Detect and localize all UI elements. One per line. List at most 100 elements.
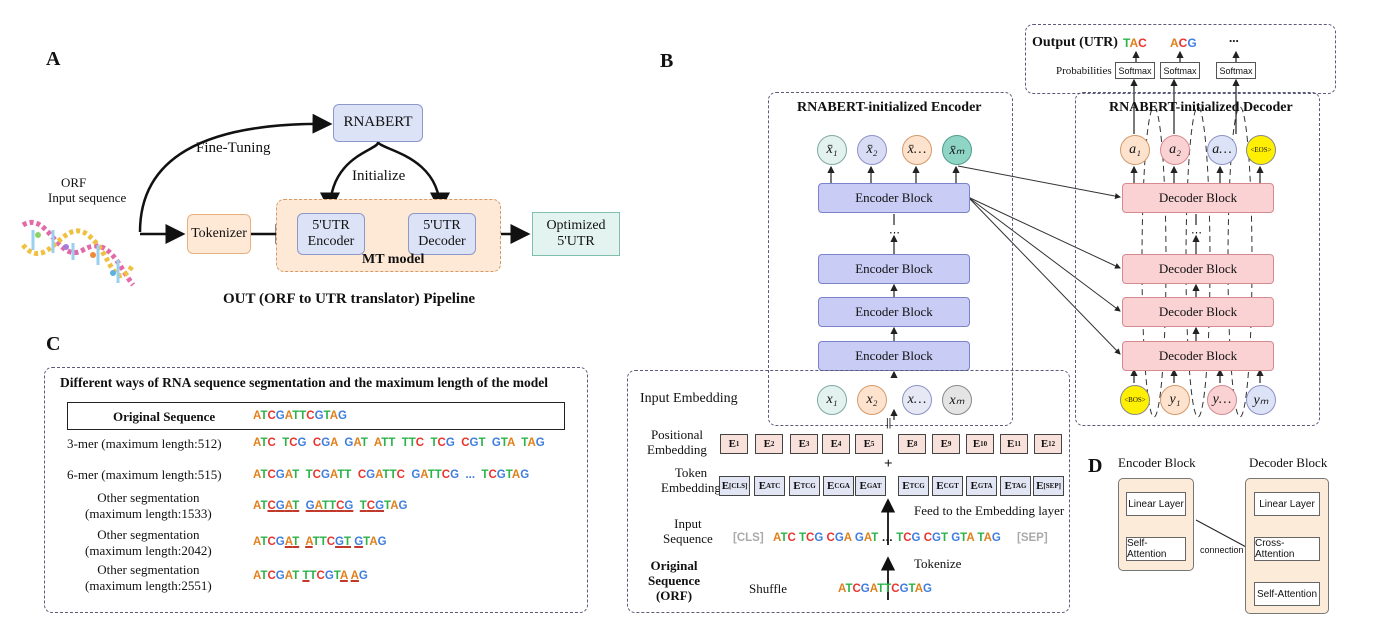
feed-label: Feed to the Embedding layer [914, 503, 1065, 518]
rnabert-box: RNABERT [333, 104, 423, 142]
token-embedding-label: Token Embedding [661, 465, 721, 495]
pipeline-caption: OUT (ORF to UTR translator) Pipeline [223, 291, 476, 307]
mt-model-label: MT model [362, 252, 425, 267]
seg-row-3mer: ATC TCG CGA GAT ATT TTC TCG CGT GTA TAG [253, 437, 545, 449]
seg-row-6mer: ATCGAT TCGATT CGATTC GATTCG ... TCGTAG [253, 469, 530, 481]
d-encoder-linear-layer: Linear Layer [1126, 492, 1186, 516]
input-embedding-label: Input Embedding [640, 391, 738, 406]
panel-letter-d: D [1088, 455, 1103, 477]
encoder-block: Encoder Block [818, 254, 970, 284]
d-decoder-linear-layer: Linear Layer [1254, 492, 1320, 516]
original-sequence-label: Original Sequence [113, 409, 216, 424]
optimized-utr-box: Optimized 5'UTR [532, 212, 620, 256]
cls-token: [CLS] [733, 532, 764, 544]
shuffle-label: Shuffle [749, 581, 788, 596]
utr-encoder-box: 5'UTR Encoder [297, 213, 365, 255]
orf-sequence-value: ATCGATTCGTAG [838, 583, 932, 595]
output-region [1025, 24, 1336, 94]
bos-token: <BOS> [1120, 385, 1150, 415]
encoder-input-x2: x₂ [857, 385, 887, 415]
fine-tuning-label: Fine-Tuning [196, 140, 271, 156]
decoder-input-y1: y₁ [1160, 385, 1190, 415]
probabilities-label: Probabilities [1056, 65, 1112, 77]
softmax-2: Softmax [1160, 62, 1200, 79]
panel-letter-b: B [660, 50, 674, 72]
decoder-region [1075, 92, 1320, 426]
d-decoder-block-title: Decoder Block [1249, 455, 1328, 470]
embedding-plus: + [884, 456, 893, 472]
decoder-title: RNABERT-initialized Decoder [1109, 100, 1293, 115]
decoder-input-ym: yₘ [1246, 385, 1276, 415]
embedding-equals: || [886, 415, 892, 429]
utr-decoder-box: 5'UTR Decoder [408, 213, 476, 255]
input-embedding-region [627, 370, 1070, 613]
decoder-ellipsis: ⋯ [1191, 227, 1202, 239]
seg-row-other-2551: ATCGAT TTCGTA AG [253, 570, 368, 582]
input-sequence-label: Input sequence [48, 190, 127, 205]
seg-row-label: 6-mer (maximum length:515) [67, 467, 222, 482]
input-sequence-row-label: Input Sequence [663, 516, 713, 546]
decoder-output-adots: a… [1207, 135, 1237, 165]
original-sequence-value: ATCGATTCGTAG [253, 410, 347, 422]
sep-token: [SEP] [1017, 532, 1048, 544]
original-sequence-frame [67, 402, 565, 430]
input-sequence-value: ATC TCG CGA GAT … TCG CGT GTA TAG [773, 532, 1001, 544]
seg-row-other-2042: ATCGAT ATTCGT GTAG [253, 536, 387, 548]
segmentation-title: Different ways of RNA sequence segmentat… [60, 375, 548, 390]
encoder-input-xm: xₘ [942, 385, 972, 415]
token-embedding-cell: E[SEP] [1033, 476, 1064, 496]
eos-token: <EOS> [1246, 135, 1276, 165]
panel-letter-a: A [46, 48, 61, 70]
d-decoder-self-attention: Self-Attention [1254, 582, 1320, 606]
decoder-block: Decoder Block [1122, 341, 1274, 371]
panel-letter-c: C [46, 333, 61, 355]
encoder-output-xdots: x̄… [902, 135, 932, 165]
dna-helix-icon [21, 220, 136, 287]
encoder-output-x2: x̄₂ [857, 135, 887, 165]
decoder-input-ydots: y… [1207, 385, 1237, 415]
d-encoder-block-title: Encoder Block [1118, 455, 1196, 470]
token-embedding-cell: E[CLS] [719, 476, 750, 496]
output-token-2: ACG [1170, 36, 1197, 50]
encoder-output-xm: x̄ₘ [942, 135, 972, 165]
tokenize-label: Tokenize [914, 556, 962, 571]
softmax-3: Softmax [1216, 62, 1256, 79]
encoder-block: Encoder Block [818, 183, 970, 213]
seg-row-label: Other segmentation (maximum length:2551) [85, 562, 212, 593]
original-sequence-orf-label: Original Sequence (ORF) [648, 558, 700, 603]
encoder-title: RNABERT-initialized Encoder [797, 100, 982, 115]
encoder-input-x1: x₁ [817, 385, 847, 415]
output-utr-label: Output (UTR) [1032, 35, 1118, 50]
decoder-block: Decoder Block [1122, 254, 1274, 284]
d-encoder-self-attention: Self-Attention [1126, 537, 1186, 561]
d-connection-label: connection [1200, 545, 1244, 555]
decoder-block: Decoder Block [1122, 297, 1274, 327]
encoder-region [768, 92, 1013, 426]
tokenizer-box: Tokenizer [187, 214, 251, 254]
positional-embedding-label: Positional Embedding [647, 427, 707, 457]
initialize-label: Initialize [352, 168, 406, 184]
output-ellipsis: ... [1229, 30, 1239, 45]
segmentation-panel [44, 367, 588, 613]
output-token-1: TAC [1123, 36, 1147, 50]
d-decoder-cross-attention: Cross-Attention [1254, 537, 1320, 561]
decoder-output-a2: a₂ [1160, 135, 1190, 165]
encoder-output-x1: x̄₁ [817, 135, 847, 165]
